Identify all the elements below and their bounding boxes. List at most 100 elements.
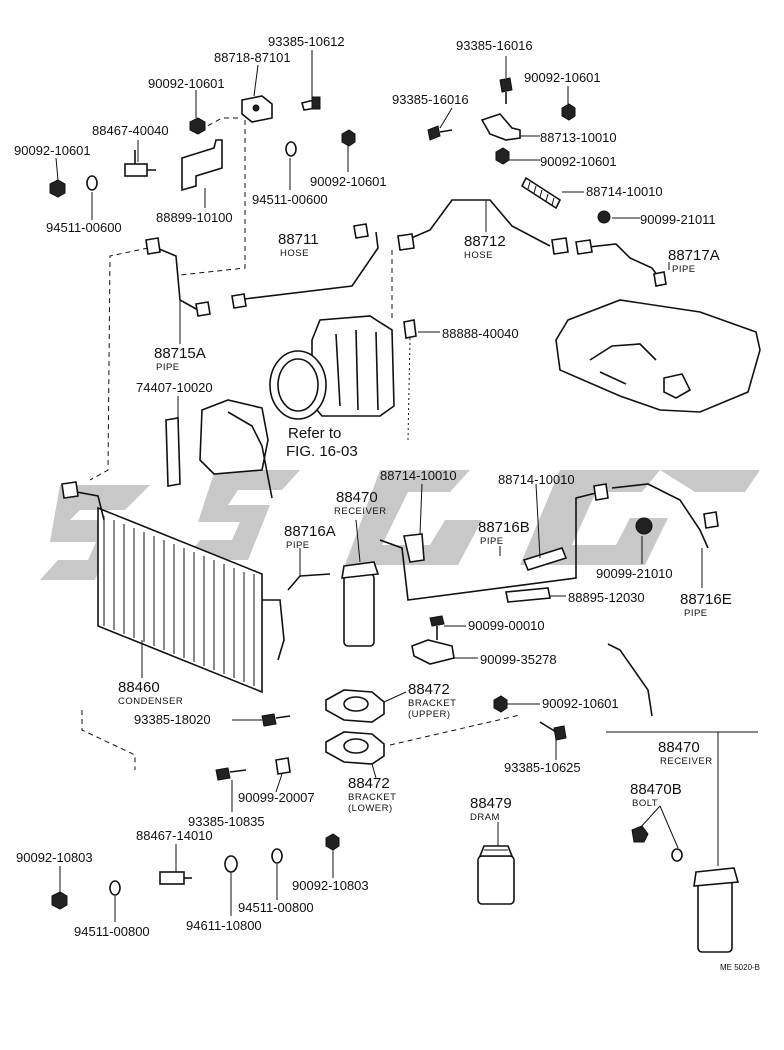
screw-90099-00010 bbox=[429, 615, 445, 640]
bolt-93385-10835 bbox=[215, 767, 247, 781]
label-74407-10020: 74407-10020 bbox=[136, 380, 213, 395]
switch-88467-40040 bbox=[124, 150, 156, 177]
label-88479-sub: DRAM bbox=[470, 812, 500, 823]
label-88470-b-sub: RECEIVER bbox=[660, 756, 713, 767]
label-88470-b: 88470 bbox=[658, 739, 700, 756]
hose-88714-b bbox=[403, 533, 425, 563]
pipe-88716A bbox=[287, 573, 331, 591]
hose-88711 bbox=[231, 223, 379, 309]
label-88472-a-sub1: BRACKET bbox=[408, 698, 456, 709]
washer-94511-bottom-left bbox=[109, 880, 121, 896]
label-88714-10010-b: 88714-10010 bbox=[380, 468, 457, 483]
nut-90092-left bbox=[49, 179, 66, 198]
label-88470B: 88470B bbox=[630, 781, 682, 798]
label-94611-10800: 94611-10800 bbox=[186, 918, 262, 933]
label-88716B-sub: PIPE bbox=[480, 536, 504, 547]
washer-94511-left bbox=[86, 175, 98, 191]
label-88888-40040: 88888-40040 bbox=[442, 326, 519, 341]
nut-90092-top-left bbox=[189, 117, 206, 135]
label-88712: 88712 bbox=[464, 233, 506, 250]
label-88479: 88479 bbox=[470, 795, 512, 812]
clip-90099-20007 bbox=[275, 757, 291, 775]
label-93385-10625: 93385-10625 bbox=[504, 760, 581, 775]
bolt-93385-10612 bbox=[301, 96, 321, 111]
receiver-88470-mid bbox=[341, 561, 380, 647]
nut-90099-21011 bbox=[597, 210, 611, 224]
pipe-88716E bbox=[611, 483, 719, 549]
hose-88712 bbox=[397, 199, 569, 255]
label-93385-16016-a: 93385-16016 bbox=[456, 38, 533, 53]
bolt-93385-10625 bbox=[539, 721, 567, 741]
label-94511-00800-a: 94511-00800 bbox=[238, 900, 314, 915]
label-90092-10601-b: 90092-10601 bbox=[14, 143, 91, 158]
label-90099-21011: 90099-21011 bbox=[640, 212, 716, 227]
nut-90092-bottom-mid bbox=[325, 833, 340, 851]
label-88470-a: 88470 bbox=[336, 489, 378, 506]
clamp-90099-35278 bbox=[411, 639, 455, 665]
label-88467-40040: 88467-40040 bbox=[92, 123, 169, 138]
washer-94511-bottom-mid bbox=[271, 848, 283, 864]
label-90092-10803-a: 90092-10803 bbox=[16, 850, 93, 865]
figure-code: ME 5020-B bbox=[720, 963, 760, 972]
hose-88714-c bbox=[522, 547, 568, 571]
label-88472-a: 88472 bbox=[408, 681, 450, 698]
pipe-88716B bbox=[379, 483, 609, 601]
pipe-88715A bbox=[145, 237, 211, 317]
nut-90092-top-right bbox=[561, 103, 576, 121]
pipe-88717A bbox=[575, 239, 667, 287]
label-94511-00600-b: 94511-00600 bbox=[252, 192, 328, 207]
label-88716B: 88716B bbox=[478, 519, 530, 536]
label-88470-a-sub: RECEIVER bbox=[334, 506, 387, 517]
bracket-88472-upper bbox=[325, 689, 385, 723]
nut-90092-right bbox=[495, 147, 510, 165]
hose-88714-a bbox=[520, 176, 562, 210]
label-90092-10601-f: 90092-10601 bbox=[542, 696, 619, 711]
bolt-93385-16016-b bbox=[427, 125, 453, 141]
label-88472-b-sub1: BRACKET bbox=[348, 792, 396, 803]
receiver-88470-assembly bbox=[606, 731, 758, 953]
label-88899-10100: 88899-10100 bbox=[156, 210, 233, 225]
label-88895-12030: 88895-12030 bbox=[568, 590, 645, 605]
condenser-88460 bbox=[61, 481, 285, 694]
bracket-88718 bbox=[241, 95, 273, 123]
label-90092-10601-a: 90092-10601 bbox=[148, 76, 225, 91]
label-88716A: 88716A bbox=[284, 523, 336, 540]
switch-88467-14010 bbox=[159, 871, 192, 885]
nut-90092-bottom-left bbox=[51, 891, 68, 910]
label-94511-00600-a: 94511-00600 bbox=[46, 220, 122, 235]
label-88472-a-sub2: (UPPER) bbox=[408, 709, 451, 720]
part-labels: 93385-10612 88718-87101 90092-10601 8846… bbox=[14, 34, 760, 972]
label-fig-16-03: FIG. 16-03 bbox=[286, 443, 358, 460]
tank-74407 bbox=[165, 399, 273, 499]
watermark-logo bbox=[40, 470, 760, 580]
label-88711: 88711 bbox=[278, 231, 319, 248]
bolt-93385-16016-a bbox=[499, 77, 513, 104]
label-88460: 88460 bbox=[118, 679, 160, 696]
label-88714-10010-c: 88714-10010 bbox=[498, 472, 575, 487]
compressor bbox=[269, 315, 395, 420]
label-93385-18020: 93385-18020 bbox=[134, 712, 211, 727]
label-refer-to: Refer to bbox=[288, 425, 341, 442]
label-94511-00800-b: 94511-00800 bbox=[74, 924, 150, 939]
can-88479 bbox=[477, 845, 515, 905]
leader-lines bbox=[55, 50, 703, 922]
nut-90092-bracket bbox=[493, 695, 508, 713]
label-90099-20007: 90099-20007 bbox=[238, 790, 315, 805]
label-88716E: 88716E bbox=[680, 591, 732, 608]
washer-94611 bbox=[224, 855, 238, 873]
label-88470B-sub: BOLT bbox=[632, 798, 658, 809]
label-88717A-sub: PIPE bbox=[672, 264, 696, 275]
label-88467-14010: 88467-14010 bbox=[136, 828, 213, 843]
label-88718-87101: 88718-87101 bbox=[214, 50, 291, 65]
label-88717A: 88717A bbox=[668, 247, 720, 264]
washer-94511-mid bbox=[285, 141, 297, 157]
label-93385-10612: 93385-10612 bbox=[268, 34, 345, 49]
label-88472-b-sub2: (LOWER) bbox=[348, 803, 393, 814]
label-88472-b: 88472 bbox=[348, 775, 390, 792]
label-93385-10835: 93385-10835 bbox=[188, 814, 265, 829]
label-88711-sub: HOSE bbox=[280, 248, 309, 259]
bolt-93385-18020 bbox=[261, 713, 291, 727]
dashed-guides bbox=[81, 117, 521, 770]
